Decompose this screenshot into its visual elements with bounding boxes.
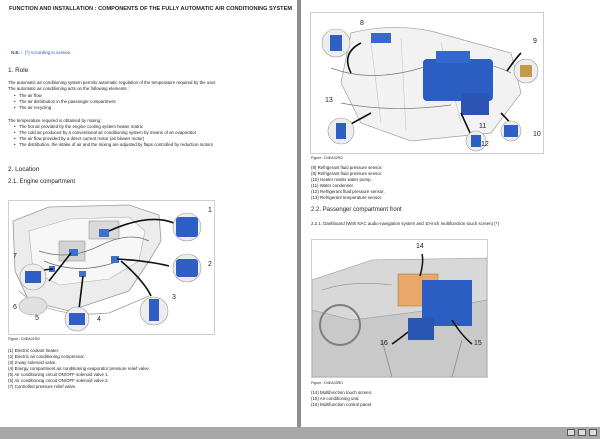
dashboard-figure: 14 15 16 — [311, 239, 488, 378]
legend-item: (10) Heater matrix water pump. — [311, 177, 372, 182]
callout-11: 11 — [479, 123, 487, 130]
section-dashboard-heading: 2.2.1. Dashboard (With NAC audio-navigat… — [311, 221, 499, 226]
role-item: The air recycling — [14, 105, 51, 111]
legend-item: (8) Refrigerant fluid pressure sensor. — [311, 165, 383, 170]
legend-item: (12) Refrigerant fluid pressure sensor. — [311, 189, 385, 194]
section-passenger-compartment-heading: 2.2. Passenger compartment front — [311, 207, 402, 213]
legend-item: (1) Electric coolant heater. — [8, 348, 60, 353]
callout-4: 4 — [97, 316, 101, 323]
nb-label-text: N.B. : — [11, 50, 23, 55]
callout-16: 16 — [380, 340, 388, 347]
engine-compartment-illustration — [12, 204, 202, 332]
callout-12: 12 — [481, 141, 489, 148]
legend-item: (7) Controlled pressure relief valve. — [8, 384, 77, 389]
section-location-heading: 2. Location — [8, 166, 40, 173]
zoom-icon[interactable] — [589, 429, 597, 436]
legend-item: (2) Electric air conditioning compressor… — [8, 354, 85, 359]
temperature-intro: The temperature required is obtained by … — [8, 118, 103, 123]
legend-item: (5) Air conditioning circuit ON/OFF sole… — [8, 372, 109, 377]
figure-caption: Figure : D4EA01RO — [8, 337, 40, 341]
legend-item: (4) Energy compartment air conditioning … — [8, 366, 151, 371]
callout-7: 7 — [13, 253, 17, 260]
figure-caption: Figure : D4EA03RO — [311, 381, 343, 385]
viewer-status-bar — [0, 427, 600, 439]
role-item: The air flow — [14, 93, 42, 99]
section-role-heading: 1. Role — [8, 67, 29, 74]
front-end-figure: 8 9 10 11 12 13 — [310, 12, 544, 154]
document-page-right: 8 9 10 11 12 13 Figure : D4EA02RO (8) Re… — [301, 0, 600, 427]
legend-item: (16) Multifunction control panel. — [311, 402, 373, 407]
front-end-illustration — [321, 27, 539, 152]
callout-14: 14 — [416, 243, 424, 250]
legend-item: (11) Water condenser. — [311, 183, 354, 188]
callout-9: 9 — [533, 38, 537, 45]
legend-item: (3) 2-way solenoid valve. — [8, 360, 57, 365]
two-page-icon[interactable] — [578, 429, 586, 436]
temperature-item: The air flow provided by a direct curren… — [14, 136, 144, 142]
callout-3: 3 — [172, 294, 176, 301]
role-item: The air distribution in the passenger co… — [14, 99, 116, 105]
temperature-item: The distribution, the intake of air and … — [14, 142, 213, 148]
section-engine-compartment-heading: 2.1. Engine compartment — [8, 179, 76, 185]
nb-label: N.B. : (*) According to version. — [11, 50, 72, 55]
document-page-left: FUNCTION AND INSTALLATION : COMPONENTS O… — [0, 0, 297, 427]
role-paragraph-1: The automatic air conditioning system pe… — [8, 80, 217, 85]
figure-caption: Figure : D4EA02RO — [311, 156, 343, 160]
legend-item: (6) Air conditioning circuit ON/OFF sole… — [8, 378, 109, 383]
nb-text: (*) According to version. — [24, 50, 72, 55]
temperature-item: The cold air produced by a conventional … — [14, 130, 196, 136]
document-title: FUNCTION AND INSTALLATION : COMPONENTS O… — [9, 6, 292, 12]
callout-5: 5 — [35, 315, 39, 322]
dashboard-illustration — [311, 253, 488, 378]
legend-item: (9) Refrigerant fluid pressure sensor. — [311, 171, 383, 176]
legend-item: (15) Air conditioning unit. — [311, 396, 360, 401]
legend-item: (14) Multifunction touch screen. — [311, 390, 373, 395]
callout-8: 8 — [360, 20, 364, 27]
temperature-item: The hot air provided by the engine cooli… — [14, 124, 143, 130]
role-paragraph-2: The automatic air conditioning acts on t… — [8, 86, 130, 91]
callout-2: 2 — [208, 261, 212, 268]
callout-1: 1 — [208, 207, 212, 214]
callout-6: 6 — [13, 304, 17, 311]
fit-page-icon[interactable] — [567, 429, 575, 436]
callout-15: 15 — [474, 340, 482, 347]
legend-item: (13) Refrigerant temperature sensor. — [311, 195, 383, 200]
engine-compartment-figure: 1 2 3 4 5 6 7 — [8, 200, 215, 335]
callout-10: 10 — [533, 131, 541, 138]
callout-13: 13 — [325, 97, 333, 104]
